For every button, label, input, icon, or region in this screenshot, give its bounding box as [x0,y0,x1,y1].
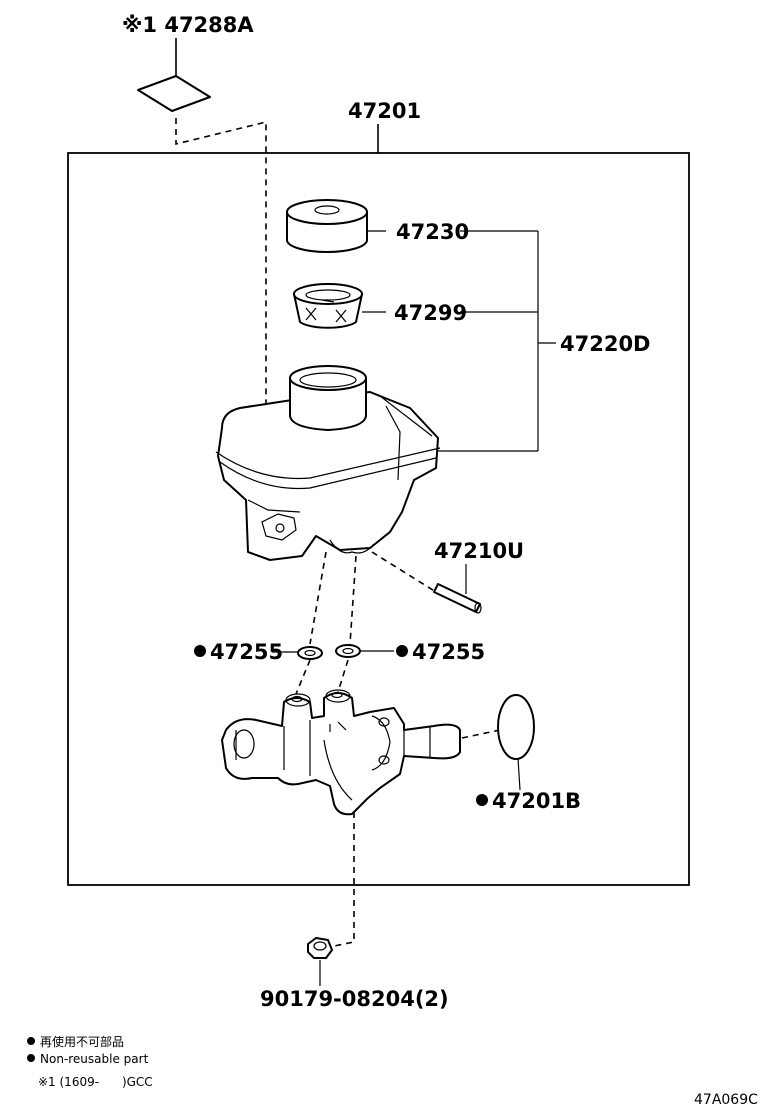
label-47230: 47230 [396,220,469,244]
label-47255-right: 47255 [412,640,485,664]
label-47201B: 47201B [492,789,581,813]
grommet-left-to-cylinder-dashed [295,659,311,695]
plate-leader-dashed [175,118,267,404]
grommet-47255-right[interactable]: 47255 [335,640,485,664]
label-47210U: 47210U [434,539,524,563]
grommet-right-to-cylinder-dashed [337,659,349,693]
strainer-47299[interactable]: 47299 [293,283,467,329]
label-47299: 47299 [394,301,467,325]
reservoir-cap-47230[interactable]: 47230 [286,199,469,253]
label-47255-left: 47255 [210,640,283,664]
grommet-47255-left[interactable]: 47255 [194,640,323,664]
label-90179-08204: 90179-08204(2) [260,987,449,1011]
label-47201: 47201 [348,99,421,123]
assembly-frame [67,152,690,886]
label-47288A: ※1 47288A [122,13,254,37]
bracket-47220D [438,230,556,452]
legend: 再使用不可部品 Non-reusable part ※1 (1609- )GCC [27,1034,153,1089]
legend-note: ※1 (1609- )GCC [38,1075,153,1089]
label-plate-47288A[interactable]: ※1 47288A [122,13,254,112]
pin-47210U[interactable]: 47210U [371,539,524,614]
assembly-47201: 47201 [67,99,690,886]
figure-code: 47A069C [694,1092,758,1108]
nut-90179-08204[interactable]: 90179-08204(2) [260,937,449,1011]
reservoir-tank[interactable] [215,365,441,561]
tank-to-grommet-right-dashed [349,555,357,645]
tank-to-grommet-left-dashed [309,551,327,645]
cylinder-to-nut-dashed [333,812,355,947]
o-ring-47201B[interactable]: 47201B [461,694,581,813]
legend-nonreusable-en: Non-reusable part [40,1052,149,1066]
master-cylinder-body[interactable] [221,689,461,816]
legend-nonreusable-jp: 再使用不可部品 [40,1034,124,1049]
label-47220D: 47220D [560,332,651,356]
